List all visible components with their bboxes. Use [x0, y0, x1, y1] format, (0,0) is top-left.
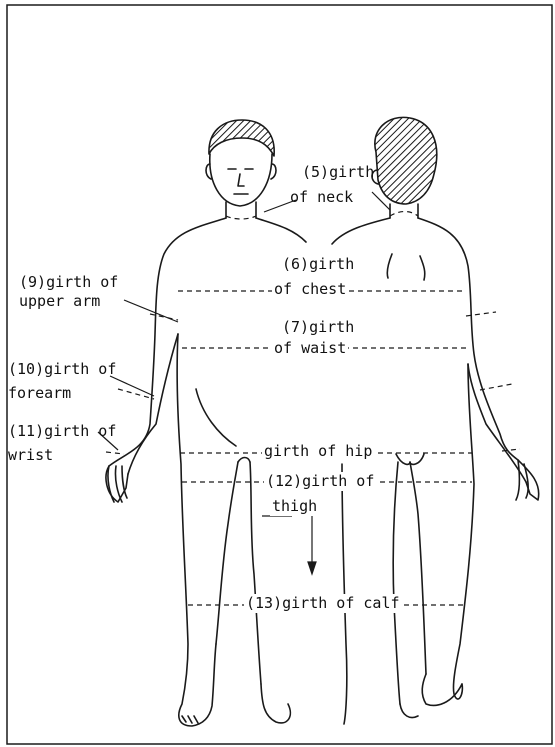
neck-front-line — [226, 216, 256, 219]
label-hip: girth of hip — [262, 442, 374, 461]
front-figure — [106, 120, 306, 726]
label-wrist-line1: (11)girth of — [8, 422, 116, 441]
front-face — [210, 154, 272, 206]
back-hair — [375, 117, 437, 204]
label-upper-arm-line2: upper arm — [19, 292, 100, 311]
label-waist-line2: of waist — [272, 339, 348, 358]
label-chest-line2: of chest — [272, 280, 348, 299]
label-forearm-line1: (10)girth of — [8, 360, 116, 379]
label-wrist-line2: wrist — [8, 446, 53, 465]
front-body-left — [106, 218, 226, 502]
label-thigh-line2: thigh — [270, 497, 319, 516]
back-figure — [332, 117, 539, 724]
front-hair — [209, 120, 274, 156]
label-upper-arm-line1: (9)girth of — [19, 273, 118, 292]
neck-back-line — [390, 212, 418, 217]
label-calf: (13)girth of calf — [244, 594, 402, 613]
label-neck-line1: (5)girth — [302, 163, 374, 182]
label-thigh-line1: (12)girth of — [264, 472, 376, 491]
back-body-right — [418, 218, 539, 500]
label-chest-line1: (6)girth — [282, 255, 354, 274]
label-neck-line2: of neck — [290, 188, 353, 207]
label-forearm-line2: forearm — [8, 384, 71, 403]
leader-lines — [98, 192, 390, 574]
label-waist-line1: (7)girth — [282, 318, 354, 337]
